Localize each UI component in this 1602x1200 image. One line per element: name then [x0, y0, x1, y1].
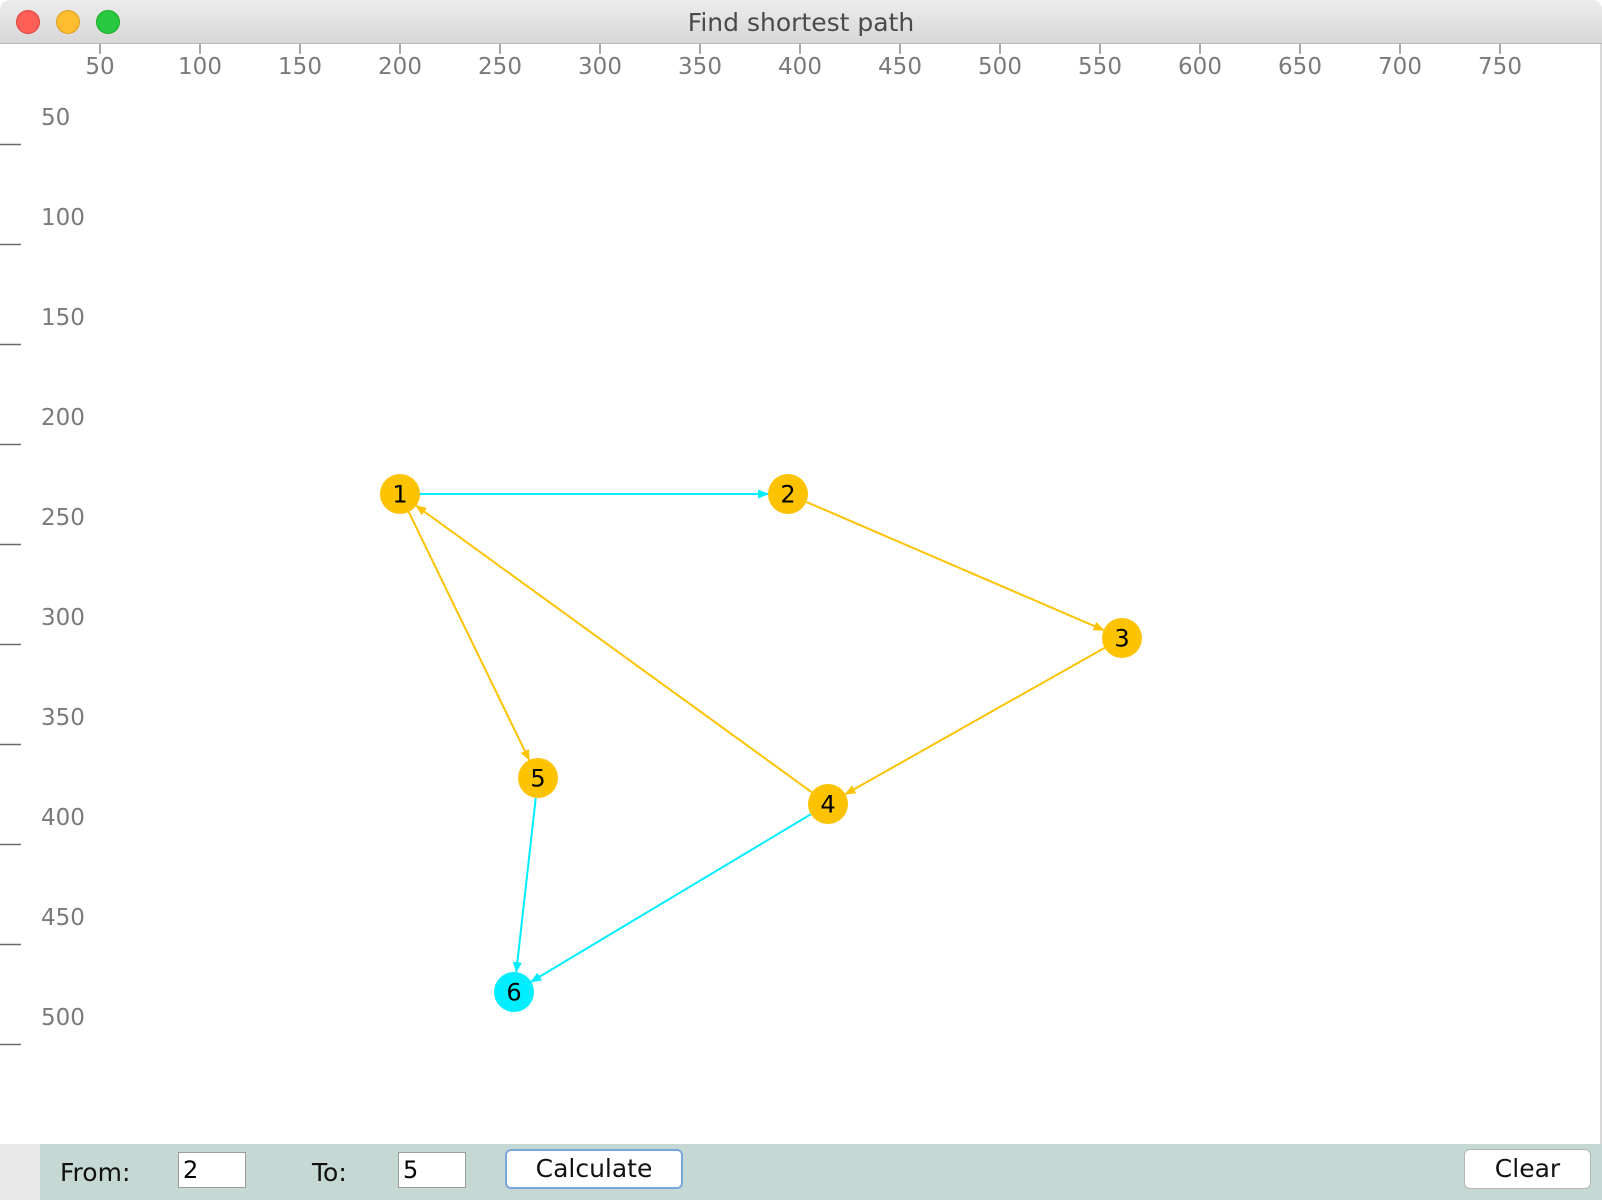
x-tick-label: 350	[678, 54, 722, 80]
node-label: 6	[506, 979, 521, 1007]
x-tick-label: 650	[1278, 54, 1322, 80]
edge-5-to-6	[512, 797, 537, 974]
node-circle[interactable]	[494, 972, 534, 1012]
edge-4-to-6	[530, 813, 812, 983]
node-label: 2	[780, 481, 795, 509]
minimize-window-button[interactable]	[56, 10, 80, 34]
x-tick-label: 550	[1078, 54, 1122, 80]
close-window-button[interactable]	[16, 10, 40, 34]
x-axis: 50 100 150 200 250 300 350 400 450 500 550 600 650 70…	[85, 44, 1522, 80]
x-tick-label: 400	[778, 54, 822, 80]
edge-2-to-3	[805, 500, 1105, 632]
y-tick-label: 100	[41, 205, 85, 231]
node-5[interactable]: 5	[518, 758, 558, 798]
edges-layer	[407, 489, 1106, 983]
zoom-window-button[interactable]	[96, 10, 120, 34]
y-tick-label: 200	[41, 405, 85, 431]
node-2[interactable]: 2	[768, 474, 808, 514]
from-input[interactable]	[178, 1152, 246, 1188]
to-input[interactable]	[398, 1152, 466, 1188]
y-tick-label: 350	[41, 705, 85, 731]
edge-1-to-5	[407, 511, 531, 761]
y-tick-label: 400	[41, 805, 85, 831]
clear-button[interactable]: Clear	[1464, 1149, 1591, 1189]
x-tick-label: 50	[85, 54, 114, 80]
y-tick-label: 500	[41, 1005, 85, 1031]
edge-3-to-4	[844, 646, 1106, 796]
y-tick-label: 150	[41, 305, 85, 331]
window-title: Find shortest path	[687, 8, 915, 37]
to-label: To:	[312, 1158, 347, 1187]
from-label: From:	[60, 1158, 131, 1187]
x-tick-label: 750	[1478, 54, 1522, 80]
control-bar: From: To: Calculate Clear	[0, 1144, 1602, 1200]
y-tick-label: 300	[41, 605, 85, 631]
x-tick-label: 200	[378, 54, 422, 80]
x-tick-label: 500	[978, 54, 1022, 80]
x-tick-label: 450	[878, 54, 922, 80]
node-circle[interactable]	[1102, 618, 1142, 658]
x-tick-label: 150	[278, 54, 322, 80]
node-label: 5	[530, 765, 545, 793]
x-tick-label: 700	[1378, 54, 1422, 80]
node-3[interactable]: 3	[1102, 618, 1142, 658]
x-tick-label: 250	[478, 54, 522, 80]
edge-4-to-1	[415, 504, 813, 794]
calculate-button[interactable]: Calculate	[505, 1149, 683, 1189]
title-bar: Find shortest path	[0, 0, 1602, 44]
window-edge	[1600, 44, 1602, 1144]
x-tick-label: 300	[578, 54, 622, 80]
node-circle[interactable]	[380, 474, 420, 514]
x-tick-label: 600	[1178, 54, 1222, 80]
node-1[interactable]: 1	[380, 474, 420, 514]
y-tick-label: 50	[41, 105, 70, 131]
node-circle[interactable]	[808, 784, 848, 824]
node-label: 3	[1114, 625, 1129, 653]
y-tick-label: 250	[41, 505, 85, 531]
node-4[interactable]: 4	[808, 784, 848, 824]
nodes-layer: 1 2 3 4 5 6	[380, 474, 1142, 1012]
x-tick-label: 100	[178, 54, 222, 80]
node-label: 1	[392, 481, 407, 509]
node-6[interactable]: 6	[494, 972, 534, 1012]
control-bar-margin	[0, 1144, 40, 1200]
node-circle[interactable]	[518, 758, 558, 798]
y-axis: 50 100 150 200 250 300 350 400 450 500	[0, 105, 85, 1046]
y-tick-label: 450	[41, 905, 85, 931]
node-circle[interactable]	[768, 474, 808, 514]
node-label: 4	[820, 791, 835, 819]
